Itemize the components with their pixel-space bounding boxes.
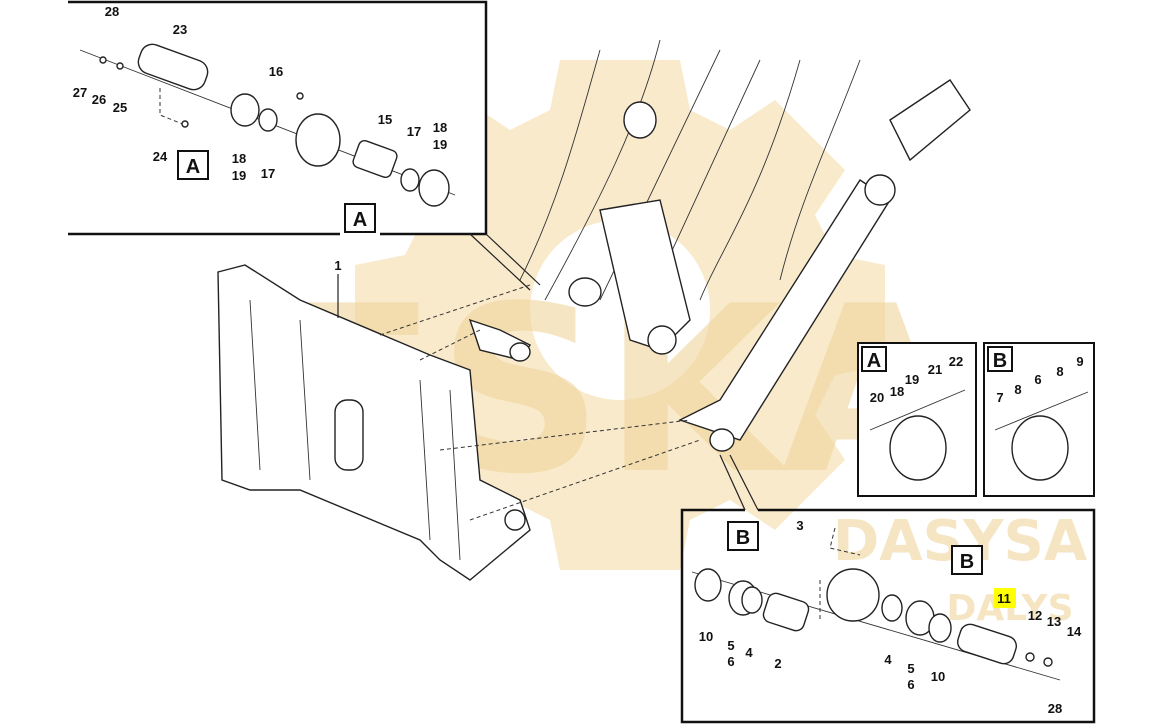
callout: 21 bbox=[928, 362, 942, 377]
detail-b: B 7 8 6 8 9 bbox=[983, 342, 1095, 497]
highlight bbox=[994, 588, 1016, 608]
inset-view-b: 3 10 5 6 4 2 4 5 6 10 12 13 14 28 11 B B bbox=[680, 454, 1096, 724]
lift-arm-assembly bbox=[468, 39, 971, 452]
highlighted-callout-11[interactable]: 11 bbox=[997, 591, 1011, 606]
callout: 13 bbox=[1047, 614, 1061, 629]
callout: 10 bbox=[931, 669, 945, 684]
callout: 6 bbox=[907, 677, 914, 692]
view-tag-a: A bbox=[186, 156, 200, 178]
callout: 6 bbox=[727, 654, 734, 669]
callout: 20 bbox=[870, 390, 884, 405]
callout: 28 bbox=[1048, 701, 1062, 716]
callout: 26 bbox=[92, 92, 106, 107]
callout: 9 bbox=[1076, 354, 1083, 369]
callout: 22 bbox=[949, 354, 963, 369]
callout: 2 bbox=[774, 656, 781, 671]
callout: 4 bbox=[884, 652, 892, 667]
attachment-frame: 1 bbox=[217, 258, 701, 581]
callout: 5 bbox=[907, 661, 914, 676]
callout: 5 bbox=[727, 638, 734, 653]
view-tag-b: B bbox=[736, 527, 750, 549]
callout: 8 bbox=[1056, 364, 1063, 379]
callout: 18 bbox=[433, 120, 447, 135]
callout: 24 bbox=[153, 149, 168, 164]
callout: 28 bbox=[105, 4, 119, 19]
callout: 17 bbox=[261, 166, 275, 181]
callout: 15 bbox=[378, 112, 392, 127]
callout: 25 bbox=[113, 100, 127, 115]
callout-frame: 1 bbox=[334, 258, 341, 273]
inset-view-a: 28 23 27 26 25 16 24 18 19 17 15 17 18 1… bbox=[68, 0, 541, 291]
callout: 14 bbox=[1067, 624, 1082, 639]
callout: 8 bbox=[1014, 382, 1021, 397]
callout: 7 bbox=[996, 390, 1003, 405]
callout: 18 bbox=[232, 151, 246, 166]
callout: 27 bbox=[73, 85, 87, 100]
callout: 19 bbox=[905, 372, 919, 387]
callout: 23 bbox=[173, 22, 187, 37]
callout: 18 bbox=[890, 384, 904, 399]
callout: 17 bbox=[407, 124, 421, 139]
callout: 12 bbox=[1028, 608, 1042, 623]
callout: 10 bbox=[699, 629, 713, 644]
callout: 3 bbox=[796, 518, 803, 533]
view-tag-a: A bbox=[353, 209, 367, 231]
view-tag-b: B bbox=[960, 551, 974, 573]
detail-a-tag: A bbox=[867, 350, 881, 372]
callout: 19 bbox=[232, 168, 246, 183]
callout: 6 bbox=[1034, 372, 1041, 387]
callout: 4 bbox=[745, 645, 753, 660]
detail-b-tag: B bbox=[993, 350, 1007, 372]
callout: 16 bbox=[269, 64, 283, 79]
callout: 19 bbox=[433, 137, 447, 152]
detail-a: A 20 19 21 22 18 bbox=[857, 342, 977, 497]
